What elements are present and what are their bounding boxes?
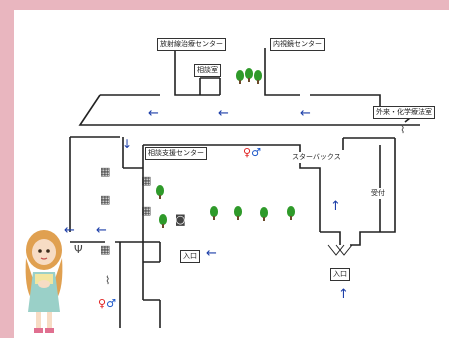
tree-icon bbox=[254, 70, 262, 84]
restroom-icon: ♀♂ bbox=[243, 146, 261, 159]
down-arrow-icon: ↓ bbox=[122, 137, 133, 151]
bottom-entrance-label: 入口 bbox=[330, 268, 350, 281]
tree-icon bbox=[156, 185, 164, 199]
up-arrow-icon: ↑ bbox=[330, 199, 341, 214]
left-arrow-icon: ← bbox=[64, 223, 75, 238]
up-arrow-icon: ↑ bbox=[338, 287, 349, 302]
elevator-icon: ▦ bbox=[141, 174, 152, 187]
left-arrow-icon: ← bbox=[148, 106, 159, 121]
floor-map bbox=[14, 10, 449, 338]
left-arrow-icon: ← bbox=[96, 223, 107, 238]
consultation-room-label: 相談室 bbox=[194, 64, 221, 77]
left-entrance-label: 入口 bbox=[180, 250, 200, 263]
endoscopy-center-label: 内視鏡センター bbox=[270, 38, 325, 51]
tree-icon bbox=[159, 214, 167, 228]
restroom-icon: ♀♂ bbox=[98, 297, 116, 310]
left-arrow-icon: ← bbox=[218, 106, 229, 121]
elevator-icon: ▦ bbox=[100, 165, 111, 178]
reception-label: 受付 bbox=[369, 188, 387, 199]
tree-icon bbox=[234, 206, 242, 220]
left-arrow-icon: ← bbox=[206, 246, 217, 261]
elevator-icon: ▦ bbox=[141, 204, 152, 217]
fork-knife-icon: Ψ bbox=[74, 243, 83, 256]
support-center-label: 相談支援センター bbox=[145, 147, 207, 160]
vending-machine-icon: ◙ bbox=[175, 213, 186, 226]
tree-icon bbox=[245, 68, 253, 82]
left-arrow-icon: ← bbox=[300, 106, 311, 121]
outpatient-chemo-label: 外来・化学療法室 bbox=[373, 106, 435, 119]
tree-icon bbox=[236, 70, 244, 84]
girl-illustration bbox=[25, 230, 63, 333]
tree-icon bbox=[287, 206, 295, 220]
stairs-icon: ⌇ bbox=[400, 123, 406, 136]
starbucks-label: スターバックス bbox=[290, 152, 343, 163]
tree-icon bbox=[210, 206, 218, 220]
radiology-center-label: 放射線治療センター bbox=[157, 38, 226, 51]
elevator-icon: ▦ bbox=[100, 193, 111, 206]
elevator-icon: ▦ bbox=[100, 243, 111, 256]
stairs-icon: ⌇ bbox=[105, 274, 111, 287]
tree-icon bbox=[260, 207, 268, 221]
